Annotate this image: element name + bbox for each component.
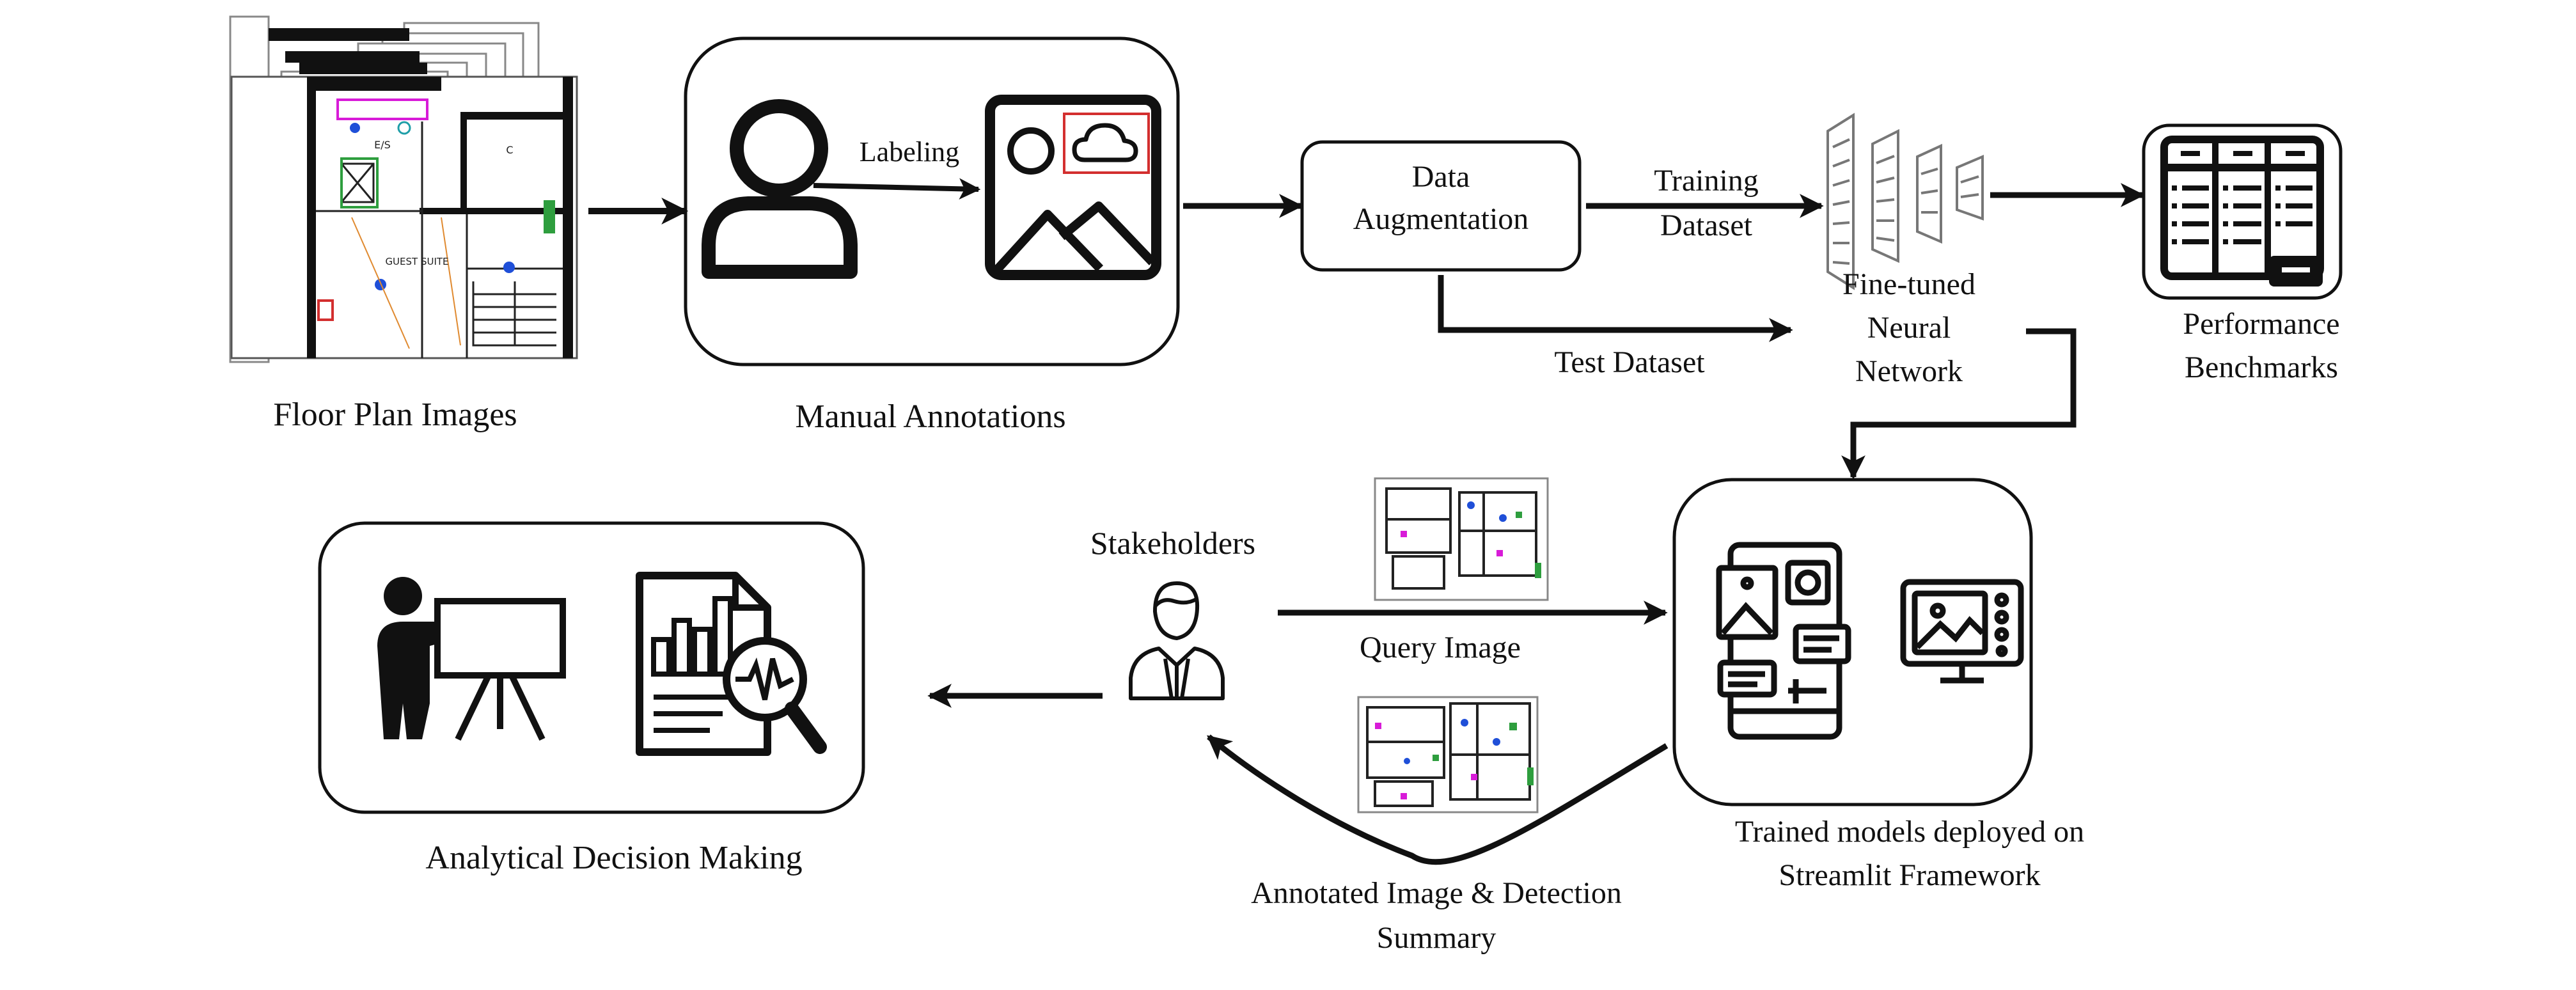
floor-plan-images-label: Floor Plan Images <box>273 397 517 433</box>
fine-tuned-label-1: Fine-tuned <box>1842 267 1975 301</box>
deployment-label-2: Streamlit Framework <box>1779 858 2040 892</box>
query-image-label: Query Image <box>1360 631 1521 664</box>
monitor-chart-icon <box>1900 579 2024 684</box>
query-image-thumbnail <box>1374 477 1549 601</box>
benchmarks-box <box>2142 123 2343 300</box>
image-annotation-icon <box>985 95 1161 280</box>
arrow-to-deployment <box>1841 328 2077 480</box>
training-dataset-label-2: Dataset <box>1660 208 1753 242</box>
presenter-icon <box>377 577 566 741</box>
annotated-label-2: Summary <box>1377 921 1496 955</box>
person-icon <box>702 99 858 279</box>
annotated-image-thumbnail <box>1357 696 1539 813</box>
test-dataset-label: Test Dataset <box>1554 345 1705 379</box>
stakeholders-label: Stakeholders <box>1090 525 1255 561</box>
deployment-label-1: Trained models deployed on <box>1735 815 2084 849</box>
floor-plan-guest-suite: GUEST SUITE <box>385 256 448 267</box>
benchmarks-label-1: Performance <box>2183 307 2339 341</box>
table-icon <box>2160 136 2324 287</box>
mobile-app-icon <box>1716 542 1851 740</box>
manual-annotations-box <box>684 36 1180 366</box>
labeling-label: Labeling <box>860 136 959 168</box>
annotated-label-1: Annotated Image & Detection <box>1251 876 1622 910</box>
data-augmentation-box <box>1300 140 1582 272</box>
benchmarks-label-2: Benchmarks <box>2185 350 2338 384</box>
analytics-label: Analytical Decision Making <box>425 840 802 876</box>
floor-plan-images: E/S C GUEST SUITE <box>229 15 578 363</box>
arrow-annotated-image <box>1207 734 1669 865</box>
stakeholder-icon <box>1129 581 1225 700</box>
analytics-box <box>318 521 865 814</box>
data-augmentation-label-2: Augmentation <box>1353 202 1529 236</box>
arrow-labeling <box>813 178 981 200</box>
floor-plan-room-c: C <box>506 144 513 156</box>
deployment-box <box>1672 478 2033 806</box>
manual-annotations-label: Manual Annotations <box>795 398 1065 435</box>
fine-tuned-label-2: Neural <box>1867 311 1951 345</box>
neural-network-icon <box>1826 113 1984 290</box>
report-analytics-icon <box>636 572 827 756</box>
arrow-test-dataset <box>1438 275 1793 342</box>
training-dataset-label-1: Training <box>1654 164 1759 198</box>
floor-plan-room-es: E/S <box>374 139 391 151</box>
data-augmentation-label-1: Data <box>1412 160 1470 194</box>
fine-tuned-label-3: Network <box>1855 354 1963 388</box>
